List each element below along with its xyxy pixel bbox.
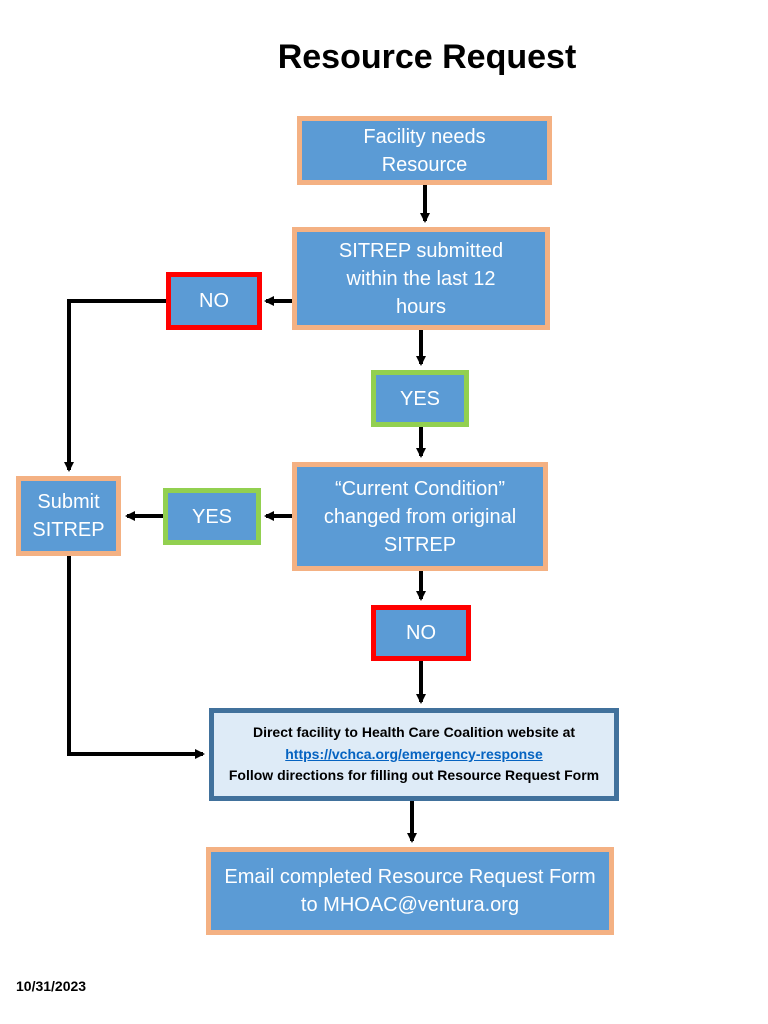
yes-label-1: YES [399, 387, 441, 410]
yes-label-2: YES [191, 505, 233, 528]
email-box: Email completed Resource Request Form to… [206, 847, 614, 935]
sitrep-submitted-label: SITREP submitted within the last 12 hour… [338, 239, 504, 318]
email-label: Email completed Resource Request Form to… [224, 866, 596, 916]
current-condition-box: “Current Condition” changed from origina… [292, 462, 548, 571]
no-label-1: NO [199, 290, 229, 312]
no-label-2: NO [406, 622, 436, 644]
submit-sitrep-box: Submit SITREP [16, 476, 121, 556]
direct-facility-line3: Follow directions for filling out Resour… [228, 767, 600, 784]
vchca-link[interactable]: https://vchca.org/emergency-response [285, 745, 543, 762]
yes-decision-box-2: YES [163, 488, 261, 545]
page-title: Resource Request [277, 38, 577, 76]
no-decision-box-1: NO [166, 272, 262, 330]
arrow-no-to-submit-sitrep [64, 299, 166, 472]
direct-facility-line1: Direct facility to Health Care Coalition… [252, 723, 576, 740]
submit-sitrep-label: Submit SITREP [32, 491, 105, 541]
direct-facility-box: Direct facility to Health Care Coalition… [209, 708, 619, 801]
facility-needs-label: Facility needs Resource [363, 125, 486, 176]
current-condition-label: “Current Condition” changed from origina… [323, 477, 517, 556]
facility-needs-box: Facility needs Resource [297, 116, 552, 185]
arrow-submit-sitrep-to-direct-facility [67, 556, 205, 759]
yes-decision-box-1: YES [371, 370, 469, 427]
sitrep-submitted-box: SITREP submitted within the last 12 hour… [292, 227, 550, 330]
footer-date: 10/31/2023 [16, 978, 87, 994]
no-decision-box-2: NO [371, 605, 471, 661]
